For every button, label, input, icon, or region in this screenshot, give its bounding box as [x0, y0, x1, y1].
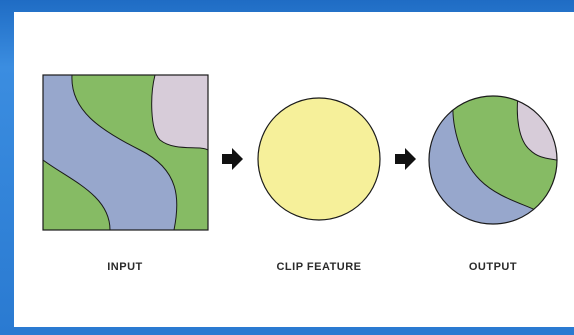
input-map	[42, 74, 209, 231]
right-arrow-icon	[222, 148, 243, 170]
output-map	[428, 95, 558, 225]
clip-feature-label: CLIP FEATURE	[276, 261, 361, 273]
right-arrow-icon	[395, 148, 416, 170]
input-blue-region	[43, 75, 178, 230]
output-label: OUTPUT	[469, 261, 517, 273]
input-label: INPUT	[107, 261, 143, 273]
output-border	[428, 95, 558, 225]
input-lilac-region	[151, 75, 208, 151]
input-border	[42, 74, 209, 231]
clip-feature-circle	[257, 97, 381, 221]
